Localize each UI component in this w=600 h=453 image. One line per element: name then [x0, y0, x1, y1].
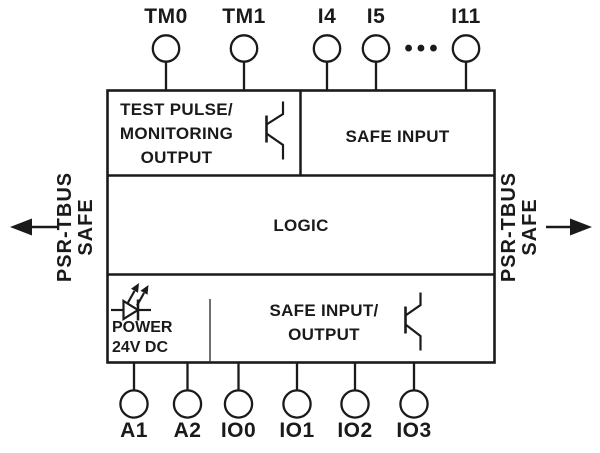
- module-body-outline: [106, 89, 496, 364]
- ellipsis-icon: •••: [404, 35, 442, 62]
- bus-left-line2: SAFE: [75, 198, 97, 256]
- terminal-label-tm0: TM0: [144, 5, 188, 28]
- safe-io-block-label: SAFE INPUT/ OUTPUT: [244, 299, 404, 347]
- semiconductor-switch-icon: [265, 101, 285, 160]
- terminal-label-a1: A1: [120, 419, 148, 442]
- terminal-io3: [399, 362, 429, 419]
- bus-left-line1: PSR-TBUS: [54, 171, 76, 283]
- logic-block-label: LOGIC: [273, 216, 329, 235]
- terminal-io1: [282, 362, 312, 419]
- bus-arrow-left-icon: [10, 218, 57, 236]
- bus-right-line2: SAFE: [519, 198, 541, 256]
- safe-input-block-label: SAFE INPUT: [345, 127, 450, 146]
- test-pulse-block-label: TEST PULSE/ MONITORING OUTPUT: [104, 98, 249, 170]
- terminal-label-i4: I4: [317, 5, 337, 28]
- semiconductor-switch-icon: [404, 292, 422, 351]
- terminal-label-io3: IO3: [396, 419, 432, 442]
- test-pulse-line1: TEST PULSE/: [120, 100, 233, 119]
- bus-arrow-right-icon: [546, 218, 592, 236]
- safe-io-line1: SAFE INPUT/: [269, 301, 379, 320]
- terminal-a1: [119, 362, 149, 419]
- terminal-label-tm1: TM1: [222, 5, 266, 28]
- test-pulse-line3: OUTPUT: [140, 148, 213, 167]
- power-line2: 24V DC: [112, 339, 169, 356]
- terminal-io2: [340, 362, 370, 419]
- bus-right-line1: PSR-TBUS: [498, 171, 520, 283]
- terminal-label-io1: IO1: [279, 419, 315, 442]
- terminal-tm1: [229, 34, 259, 90]
- bottom-terminal-circles: [119, 362, 429, 419]
- terminal-label-i5: I5: [366, 5, 386, 28]
- terminal-i11: [451, 34, 481, 90]
- terminal-io0: [223, 362, 254, 419]
- terminal-i5: [361, 34, 391, 90]
- top-terminal-circles: [151, 34, 481, 90]
- bus-label-left: PSR-TBUS SAFE: [54, 147, 97, 307]
- terminal-i4: [312, 34, 342, 90]
- test-pulse-line2: MONITORING: [119, 124, 234, 143]
- power-line1: POWER: [112, 319, 173, 336]
- power-block-label: POWER 24V DC: [112, 318, 172, 358]
- terminal-a2: [172, 362, 203, 419]
- bus-label-right: PSR-TBUS SAFE: [498, 147, 541, 307]
- safe-io-line2: OUTPUT: [288, 325, 360, 344]
- terminal-label-a2: A2: [173, 419, 202, 442]
- terminal-label-io0: IO0: [220, 419, 257, 442]
- terminal-tm0: [151, 34, 181, 90]
- led-icon: [111, 283, 151, 321]
- terminal-label-i11: I11: [451, 5, 481, 28]
- terminal-label-io2: IO2: [337, 419, 373, 442]
